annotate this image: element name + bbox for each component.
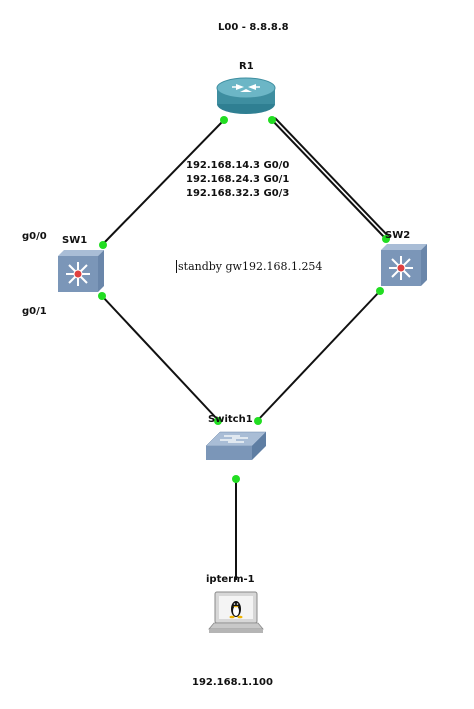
router-r1[interactable]: [216, 77, 276, 114]
port-up-indicator: [268, 116, 276, 124]
port-up-indicator: [99, 241, 107, 249]
ethernet-switch-icon: [205, 431, 267, 460]
ipterm-label: ipterm-1: [206, 574, 255, 585]
router-icon: [216, 77, 276, 114]
port-up-indicator: [376, 287, 384, 295]
loopback-label: L00 - 8.8.8.8: [218, 22, 289, 33]
link-r1-sw2-a[interactable]: [269, 117, 386, 239]
link-sw1-switch1[interactable]: [101, 295, 219, 421]
link-sw2-switch1[interactable]: [257, 290, 381, 421]
r1-interface-line-2: 192.168.24.3 G0/1: [186, 174, 290, 185]
sw1-port-bottom-label: g0/1: [22, 306, 47, 317]
sw1-port-top-label: g0/0: [22, 231, 47, 242]
switch1-label: Switch1: [208, 414, 253, 425]
link-r1-sw2-b[interactable]: [274, 117, 391, 239]
switch-switch1[interactable]: [205, 431, 267, 460]
r1-label: R1: [239, 61, 254, 72]
switch-sw1[interactable]: [58, 250, 104, 292]
multilayer-switch-icon: [58, 250, 104, 292]
sw1-label: SW1: [62, 235, 88, 246]
multilayer-switch-icon: [381, 244, 427, 286]
standby-annotation: standby gw192.168.1.254: [176, 260, 323, 273]
host-ipterm-1[interactable]: [208, 591, 264, 633]
link-r1-sw1[interactable]: [101, 119, 225, 246]
port-up-indicator: [382, 235, 390, 243]
port-up-indicator: [232, 475, 240, 483]
port-up-indicator: [214, 417, 222, 425]
switch-sw2[interactable]: [381, 244, 427, 286]
port-up-indicator: [98, 292, 106, 300]
r1-interface-line-3: 192.168.32.3 G0/3: [186, 188, 290, 199]
r1-interface-line-1: 192.168.14.3 G0/0: [186, 160, 290, 171]
sw2-label: SW2: [385, 230, 411, 241]
linux-terminal-icon: [208, 591, 264, 633]
links: [101, 117, 391, 580]
port-status-dots: [98, 116, 390, 483]
port-up-indicator: [254, 417, 262, 425]
port-up-indicator: [220, 116, 228, 124]
host-ip-label: 192.168.1.100: [192, 677, 273, 688]
